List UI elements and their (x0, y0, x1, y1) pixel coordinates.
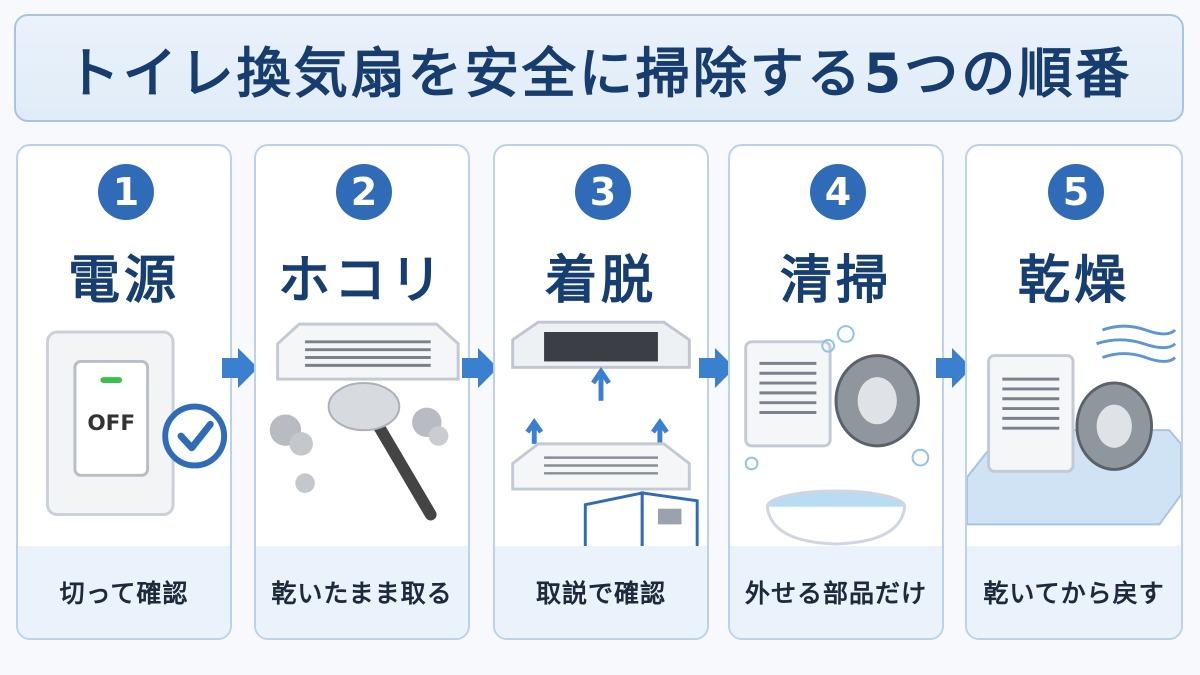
step-caption: 取説で確認 (535, 579, 666, 608)
caption-band: 取説で確認 (495, 546, 707, 638)
remove-cover-illustration (511, 320, 699, 558)
caption-band: 乾いてから戻す (967, 546, 1181, 638)
wall-switch-illustration: OFF (45, 330, 228, 517)
caption-band: 外せる部品だけ (730, 546, 942, 638)
caption-band: 乾いたまま取る (256, 546, 468, 638)
step-caption: 乾いたまま取る (271, 579, 453, 608)
step-card-4: 4 清掃 外せる部品だけ (728, 144, 944, 640)
step-caption: 外せる部品だけ (744, 579, 927, 608)
step-caption: 乾いてから戻す (983, 579, 1165, 608)
step-number-badge: 3 (575, 164, 631, 220)
arrow-right-icon (699, 348, 735, 388)
step-card-3: 3 着脱 取説で確認 (493, 144, 709, 640)
wash-parts-illustration (744, 325, 930, 546)
step-number-badge: 4 (810, 164, 866, 220)
checkmark-icon (177, 420, 214, 452)
step-title: 着脱 (544, 251, 657, 311)
step-card-1: 1 電源 OFF 切って確認 (16, 144, 232, 640)
step-caption: 切って確認 (59, 579, 189, 608)
step-title: 電源 (67, 251, 180, 311)
drying-parts-illustration (967, 324, 1181, 526)
step-card-2: 2 ホコリ 乾いたまま取る (254, 144, 470, 640)
step-number-badge: 1 (98, 164, 154, 220)
air-flow-icon (1101, 324, 1177, 336)
step-title: ホコリ (277, 251, 446, 311)
step-card-5: 5 乾燥 乾いてから戻す (965, 144, 1183, 640)
title-banner: トイレ換気扇を安全に掃除する5つの順番 (14, 14, 1184, 122)
arrow-right-icon (462, 348, 498, 388)
page-title: トイレ換気扇を安全に掃除する5つの順番 (65, 41, 1133, 105)
duster-fan-illustration (269, 322, 460, 521)
step-title: 乾燥 (1017, 251, 1130, 311)
step-number-badge: 2 (336, 164, 392, 220)
caption-band: 切って確認 (18, 546, 230, 638)
arrow-right-icon (222, 348, 258, 388)
step-number-badge: 5 (1048, 164, 1104, 220)
switch-off-label: OFF (87, 411, 135, 436)
check-circle-icon (162, 403, 228, 469)
arrow-right-icon (936, 348, 972, 388)
step-title: 清掃 (779, 251, 892, 311)
